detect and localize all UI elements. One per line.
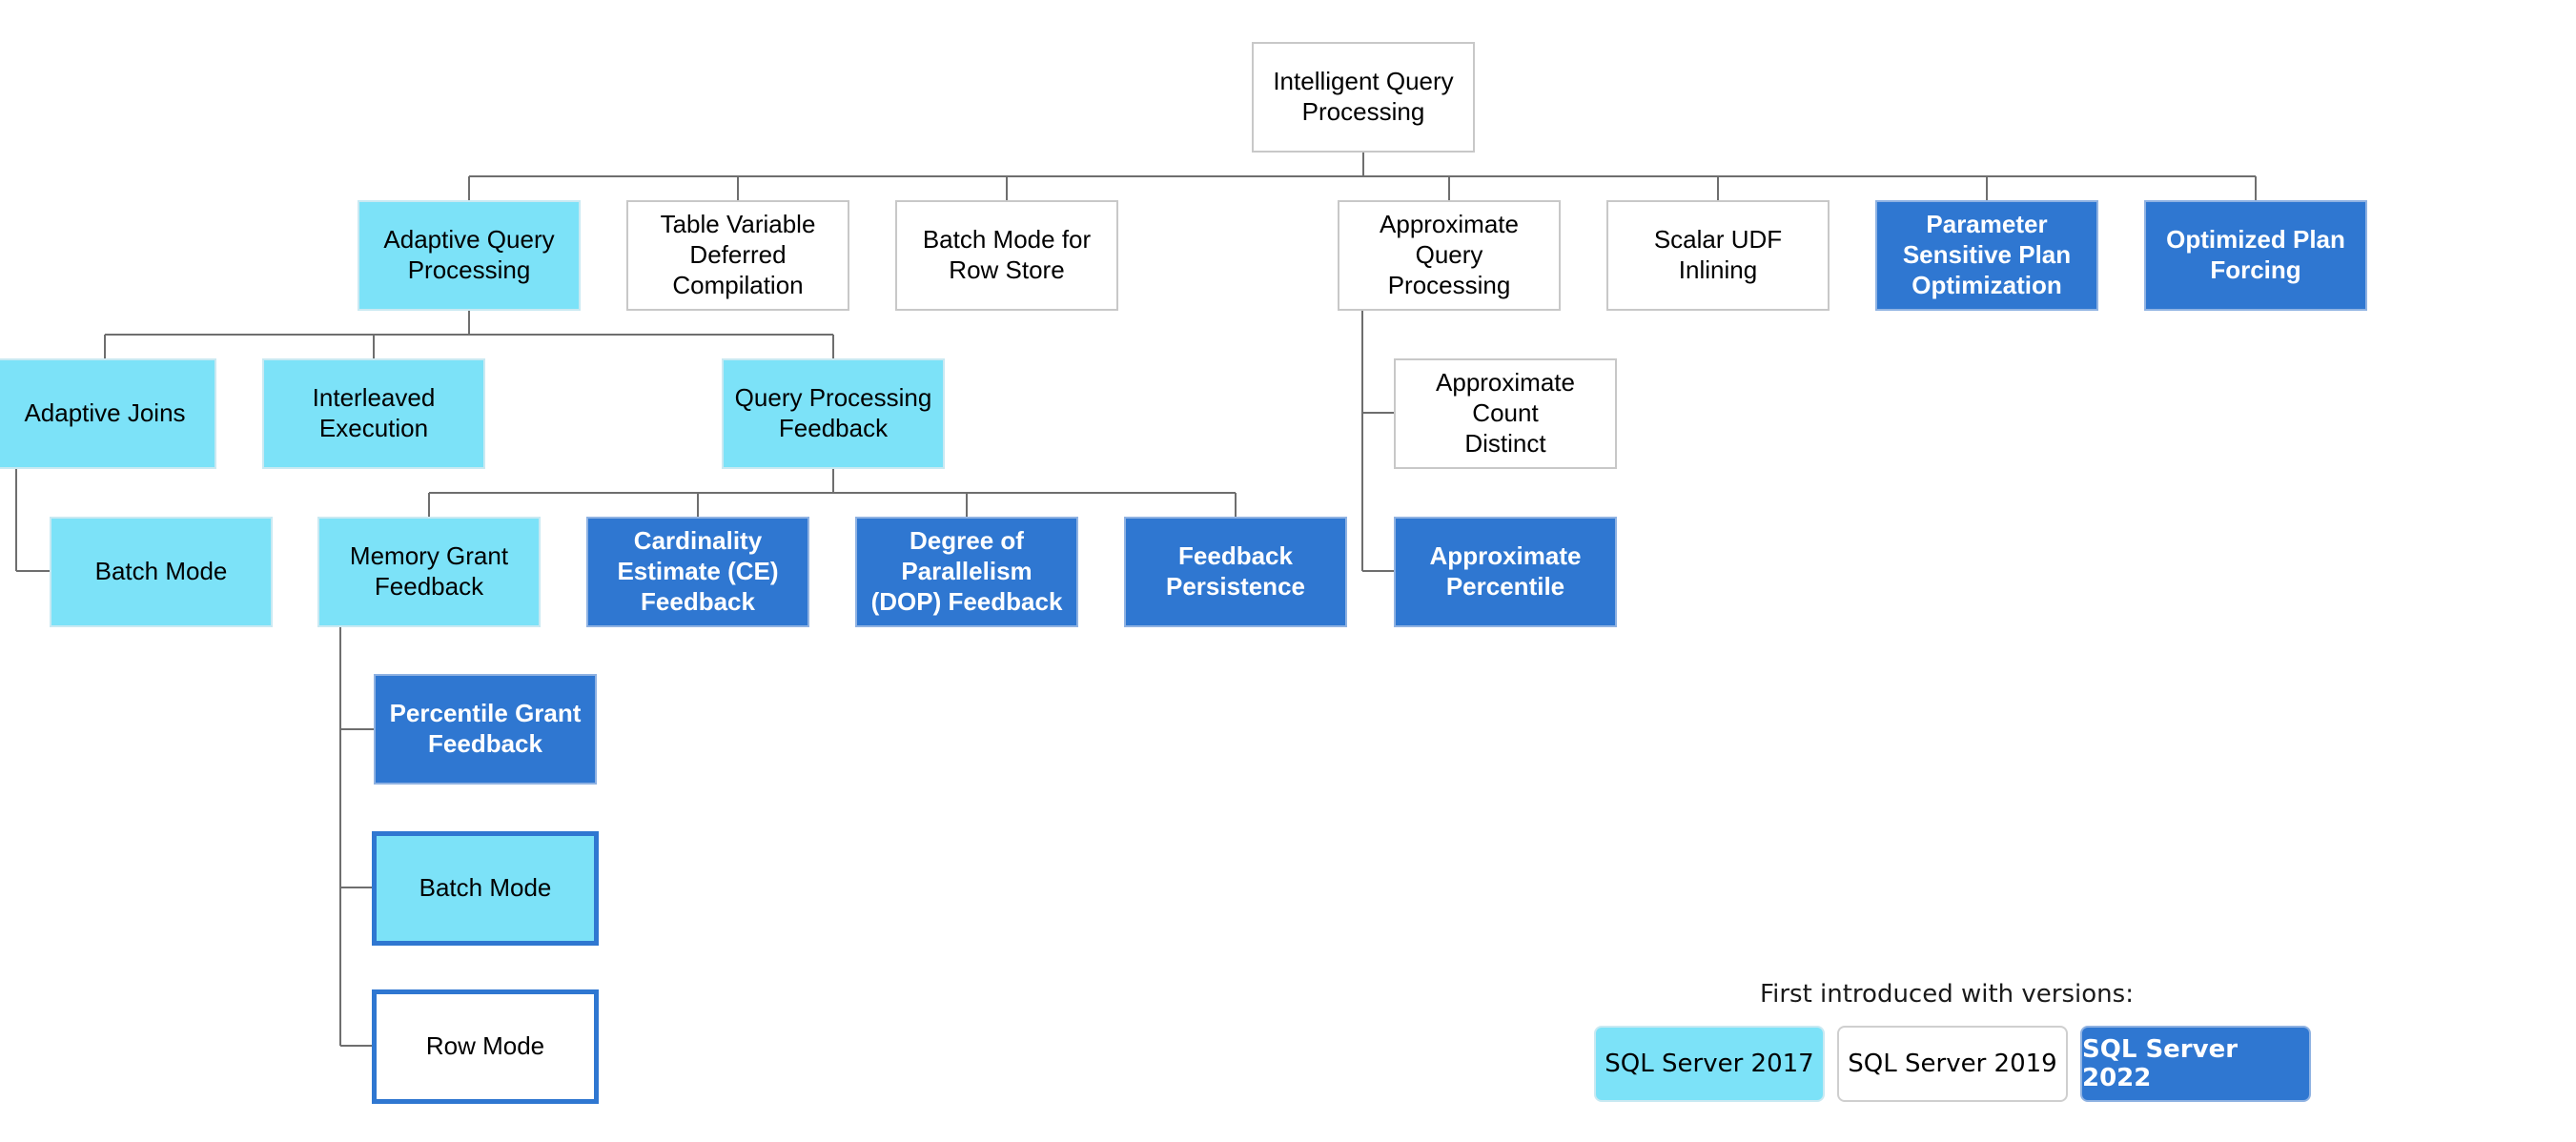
node-row-mode-memory-grant: Row Mode: [372, 989, 599, 1104]
node-query-processing-feedback: Query Processing Feedback: [722, 358, 945, 469]
node-parameter-sensitive-plan-optimization: Parameter Sensitive Plan Optimization: [1875, 200, 2098, 311]
node-optimized-plan-forcing: Optimized Plan Forcing: [2144, 200, 2367, 311]
node-adaptive-joins: Adaptive Joins: [0, 358, 216, 469]
root-intelligent-query-processing: Intelligent Query Processing: [1252, 42, 1475, 153]
node-approximate-count-distinct: Approximate Count Distinct: [1394, 358, 1617, 469]
legend-item-sql-server-2019: SQL Server 2019: [1837, 1026, 2068, 1102]
node-memory-grant-feedback: Memory Grant Feedback: [317, 517, 541, 627]
node-percentile-grant-feedback: Percentile Grant Feedback: [374, 674, 597, 785]
node-approximate-percentile: Approximate Percentile: [1394, 517, 1617, 627]
node-feedback-persistence: Feedback Persistence: [1124, 517, 1347, 627]
node-degree-of-parallelism-feedback: Degree of Parallelism (DOP) Feedback: [855, 517, 1078, 627]
node-batch-mode-row-store: Batch Mode for Row Store: [895, 200, 1118, 311]
node-table-variable-deferred-compilation: Table Variable Deferred Compilation: [626, 200, 849, 311]
legend-title: First introduced with versions:: [1760, 980, 2134, 1009]
node-batch-mode-memory-grant: Batch Mode: [372, 831, 599, 946]
node-batch-mode-adaptive-joins: Batch Mode: [50, 517, 273, 627]
node-adaptive-query-processing: Adaptive Query Processing: [358, 200, 581, 311]
node-cardinality-estimate-feedback: Cardinality Estimate (CE) Feedback: [586, 517, 809, 627]
node-interleaved-execution: Interleaved Execution: [262, 358, 485, 469]
node-scalar-udf-inlining: Scalar UDF Inlining: [1606, 200, 1830, 311]
legend-item-sql-server-2022: SQL Server 2022: [2080, 1026, 2311, 1102]
node-approximate-query-processing: Approximate Query Processing: [1338, 200, 1561, 311]
legend-item-sql-server-2017: SQL Server 2017: [1594, 1026, 1825, 1102]
